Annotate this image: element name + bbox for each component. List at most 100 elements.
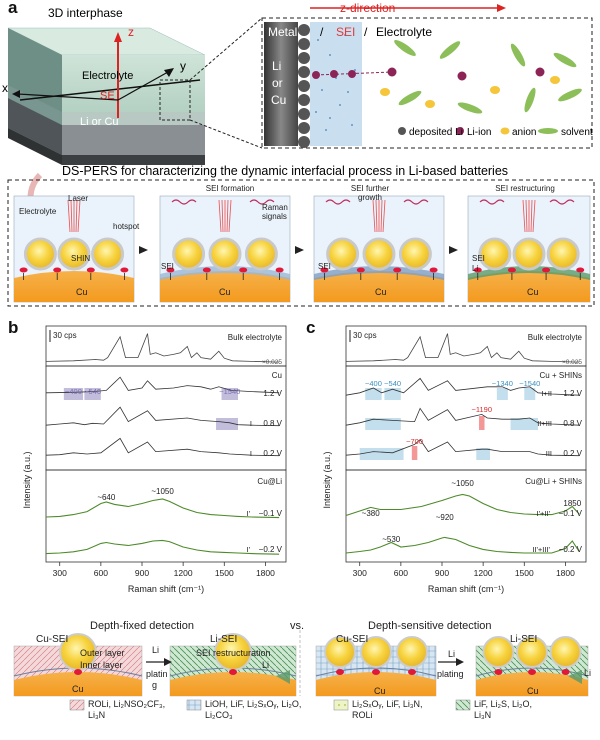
cu-substrate <box>468 271 590 302</box>
step1-cu: Cu <box>76 287 88 297</box>
hotspot-mark <box>239 267 248 273</box>
shin-particle <box>482 636 515 668</box>
zoom-metal-li: Li <box>272 59 281 73</box>
hotspot-mark <box>542 267 551 273</box>
zoom-metal-cu: Cu <box>271 93 286 107</box>
zoom-sep1: / <box>320 25 324 39</box>
annotation: ~400 <box>65 387 82 396</box>
shin-particle <box>396 636 428 668</box>
shin-particle <box>57 237 91 271</box>
zoom-sei: SEI <box>336 25 355 39</box>
x-tick-label: 1500 <box>515 568 534 578</box>
legend-deposited-li: deposited Li <box>409 127 463 138</box>
region-label: II'+III' <box>532 545 550 554</box>
raman-wave-right <box>549 199 575 205</box>
peak-region-red <box>411 446 418 460</box>
shin-particle <box>398 237 432 271</box>
shin-particle <box>549 636 582 668</box>
right-arrow-plating: plating <box>437 669 464 679</box>
left-outer-layer: Outer layer <box>80 648 125 658</box>
hotspot-mark <box>320 267 329 273</box>
region-label: II+III <box>537 419 552 428</box>
shin-particle <box>360 636 392 668</box>
hotspot-mark <box>202 267 211 273</box>
cu-substrate <box>160 271 290 302</box>
peak-region-shade <box>476 448 490 460</box>
voltage-label: 0.2 V <box>263 449 282 458</box>
left-inner-layer: Inner layer <box>80 660 123 670</box>
x-tick-label: 300 <box>53 568 67 578</box>
spectrum-2 <box>345 407 580 426</box>
right-cu: Cu <box>374 686 386 696</box>
depth-sensitive-title: Depth-sensitive detection <box>368 620 492 632</box>
legend-item-roli: ROLi, Li₂NSO₂CF₃,Li₃N <box>88 699 166 720</box>
peak-region-shade <box>524 388 536 400</box>
hotspot-mark <box>86 267 95 273</box>
hotspot-mark <box>473 267 482 273</box>
hotspot-mark <box>74 669 82 675</box>
right-li: Li <box>584 668 592 678</box>
step2-sei: SEI <box>161 262 174 271</box>
peak-region-shade <box>221 388 238 400</box>
step-3 <box>313 195 445 303</box>
hotspot-mark <box>507 267 516 273</box>
laser-beam <box>67 199 71 233</box>
step-arrow <box>449 246 458 254</box>
axis-z: z <box>128 25 134 39</box>
peak-region-shade <box>510 418 538 430</box>
spectrum-0 <box>345 333 580 363</box>
annotation: ~530 <box>382 535 401 544</box>
layer-metal: Li or Cu <box>80 116 119 128</box>
annotation: ~700 <box>406 437 423 446</box>
voltage-label: 1.2 V <box>263 389 282 398</box>
zoom-panel <box>261 4 593 149</box>
left-cu: Cu <box>72 684 84 694</box>
culi-header: Cu@Li <box>257 477 282 486</box>
legend-swatch-lioh <box>186 699 202 711</box>
step4-caption: SEI restructuring <box>495 184 555 193</box>
annotation: ~640 <box>97 493 116 502</box>
right-li-sei-scene <box>475 636 589 697</box>
region-label: I' <box>246 545 250 554</box>
spectrum-0 <box>45 333 280 363</box>
raman-wave-right <box>249 199 275 205</box>
hotspot-mark <box>561 669 570 675</box>
spectrum-1 <box>45 376 280 394</box>
spectrum-5 <box>345 536 580 554</box>
bulk-label: Bulk electrolyte <box>228 333 283 342</box>
y-axis-label: Intensity (a.u.) <box>22 451 32 508</box>
hotspot-mark <box>336 669 344 675</box>
laser-beam <box>218 199 222 233</box>
layer-se: SE <box>100 90 115 102</box>
raman-wave-left <box>325 199 351 205</box>
culi-frame <box>45 469 287 563</box>
right-cu-sei: Cu-SEI <box>336 634 369 645</box>
hotspot-mark <box>393 267 402 273</box>
shin-particle <box>91 237 125 271</box>
shin-particle <box>546 237 580 271</box>
axis-x: x <box>2 81 8 95</box>
spectrum-1 <box>345 377 580 396</box>
banner-title: DS-PERS for characterizing the dynamic i… <box>62 164 508 178</box>
x-axis-label: Raman shift (cm⁻¹) <box>428 584 504 594</box>
hotspot-mark <box>53 267 62 273</box>
legend-anion: anion <box>512 127 536 138</box>
step-arrow <box>295 246 304 254</box>
step2-raman: Raman signals <box>262 203 288 221</box>
li-deposit <box>568 670 582 684</box>
x-tick-label: 1200 <box>174 568 193 578</box>
annotation: ~400 <box>365 379 382 388</box>
peak-region-shade <box>365 388 382 400</box>
shin-particle <box>208 237 242 271</box>
voltage-label: 1.2 V <box>563 389 582 398</box>
plating-arrowhead <box>456 658 464 666</box>
hotspot-mark <box>372 669 380 675</box>
laser-beam <box>380 199 383 233</box>
scale-label: 30 cps <box>353 331 377 340</box>
hotspot-mark <box>494 669 503 675</box>
annotation: ~1190 <box>472 405 493 414</box>
step-4 <box>467 195 591 303</box>
spectrum-3 <box>45 437 280 457</box>
